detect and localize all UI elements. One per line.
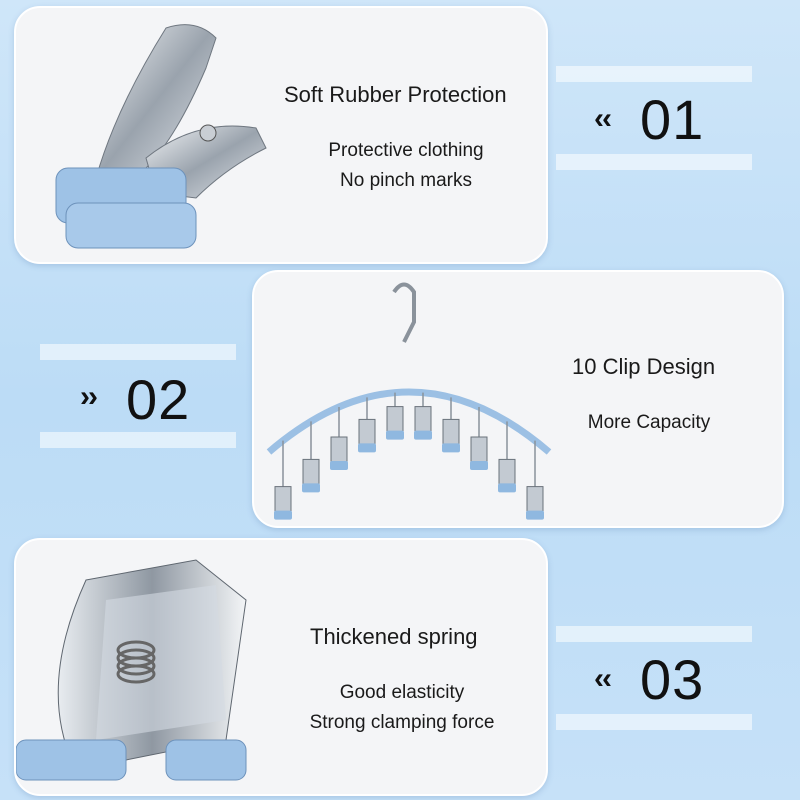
panel-title: Thickened spring	[310, 624, 478, 649]
stripe	[40, 432, 236, 448]
chevron-left-icon: ‹‹	[594, 102, 612, 135]
feature-card-spring: Thickened spring Good elasticity Strong …	[14, 538, 548, 796]
clip-body	[274, 486, 292, 514]
clip-rubber-tip	[498, 483, 516, 493]
clip-body	[358, 418, 376, 446]
clip-body	[330, 436, 348, 464]
clip-body	[442, 418, 460, 446]
chevron-right-icon: ››	[80, 380, 98, 413]
hanger-image	[266, 282, 552, 520]
stripe	[556, 714, 752, 730]
clip-rubber-tip	[526, 510, 544, 520]
clip-rubber-tip	[470, 461, 488, 470]
panel-number-02: 02	[126, 368, 191, 431]
stripe	[556, 66, 752, 82]
panel-line: No pinch marks	[340, 170, 472, 191]
clip-rubber-tip	[274, 510, 292, 520]
spring-image	[16, 559, 247, 781]
clip-rubber-tip	[442, 443, 460, 453]
clip-body	[414, 406, 432, 434]
panel-line: Good elasticity	[339, 682, 465, 703]
clip-rubber-tip	[358, 443, 376, 453]
clips-group	[274, 392, 544, 520]
clip-body	[470, 436, 488, 464]
chevron-left-icon: ‹‹	[594, 662, 612, 695]
panel-number-03: 03	[640, 648, 705, 711]
feature-card-rubber: Soft Rubber Protection Protective clothi…	[14, 6, 548, 264]
clip-body	[526, 486, 544, 514]
clip-rubber-tip	[330, 461, 348, 470]
clip-rubber-tip	[302, 483, 320, 493]
feature-card-clips: 10 Clip Design More Capacity	[252, 270, 784, 528]
clip-body	[498, 458, 516, 486]
clip-rubber-tip	[414, 430, 432, 440]
panel-line: Strong clamping force	[309, 712, 495, 733]
stripe	[556, 154, 752, 170]
stripe	[556, 626, 752, 642]
clip-rubber-image	[55, 24, 267, 249]
panel-line: Protective clothing	[328, 140, 484, 161]
clip-rubber-tip	[386, 430, 404, 440]
panel-number-01: 01	[640, 88, 705, 151]
panel-line: More Capacity	[587, 412, 711, 433]
panel-title: Soft Rubber Protection	[284, 82, 507, 107]
clip-body	[302, 458, 320, 486]
clip-body	[386, 406, 404, 434]
panel-title: 10 Clip Design	[572, 354, 716, 379]
stripe	[40, 344, 236, 360]
